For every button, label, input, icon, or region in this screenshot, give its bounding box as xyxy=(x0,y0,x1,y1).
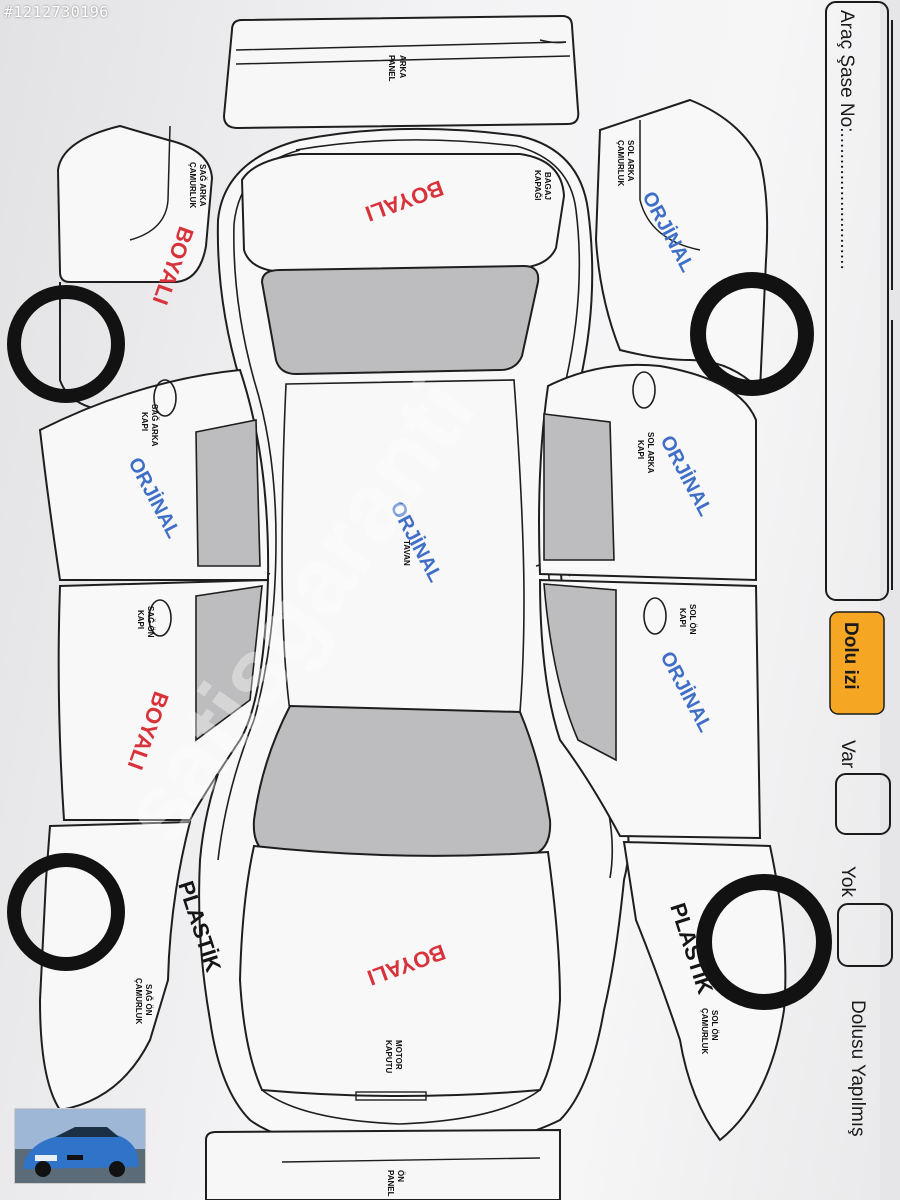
no-checkbox[interactable] xyxy=(837,903,893,967)
chassis-box xyxy=(825,1,889,601)
yes-label: Var xyxy=(837,740,858,769)
right-rear-tire xyxy=(7,285,125,403)
right-front-fender-label-1: SAĞ ÖN xyxy=(144,984,153,1016)
chassis-label: Araç Şase No:.......................... xyxy=(836,10,857,270)
car-top-view: BAGAJ KAPAĞI TAVAN MOTOR KAPUTU xyxy=(198,127,630,1152)
right-rear-door-label-1: SAĞ ARKA xyxy=(150,404,159,447)
rear-window xyxy=(260,264,540,376)
left-side-profile: SOL ARKA ÇAMURLUK SOL ARKA KAPI SOL ÖN K… xyxy=(538,98,832,1142)
roof-label: TAVAN xyxy=(402,540,411,566)
left-rear-fender-label-1: SOL ARKA xyxy=(626,140,635,182)
no-label: Yok xyxy=(837,866,858,897)
left-front-door-label-2: KAPI xyxy=(678,608,687,627)
left-front-fender xyxy=(622,840,787,1142)
rear-panel: ARKA PANEL xyxy=(222,14,580,130)
right-side-profile: SAĞ ARKA ÇAMURLUK SAĞ ARKA KAPI SAĞ ÖN K… xyxy=(7,124,270,1112)
trunk-label-1: BAGAJ xyxy=(543,172,552,200)
done-label: Dolusu Yapılmış xyxy=(847,1000,868,1137)
left-rear-door-label-2: KAPI xyxy=(636,440,645,459)
trunk-label-2: KAPAĞI xyxy=(533,170,542,201)
windshield xyxy=(252,704,552,864)
right-rear-door-label-2: KAPI xyxy=(140,412,149,431)
front-panel-label-1: ÖN xyxy=(396,1170,405,1182)
hood-label-2: KAPUTU xyxy=(384,1040,393,1074)
right-front-tire xyxy=(7,853,125,971)
right-front-door-label-1: SAĞ ÖN xyxy=(146,606,155,638)
right-rear-fender-label-2: ÇAMURLUK xyxy=(188,162,197,208)
left-front-door-label-1: SOL ÖN xyxy=(688,604,697,635)
front-panel-label-2: PANEL xyxy=(386,1170,395,1197)
left-front-fender-label-2: ÇAMURLUK xyxy=(700,1008,709,1054)
right-front-fender xyxy=(38,820,192,1112)
left-rear-fender-label-2: ÇAMURLUK xyxy=(616,140,625,186)
right-front-fender-label-2: ÇAMURLUK xyxy=(134,978,143,1024)
right-rear-fender-label-1: SAĞ ARKA xyxy=(198,164,207,207)
dent-badge xyxy=(829,611,885,715)
left-front-fender-label-1: SOL ÖN xyxy=(710,1010,719,1041)
right-rear-fender xyxy=(56,124,214,283)
rear-panel-label-2: PANEL xyxy=(387,55,396,82)
dent-label: Dolu izi xyxy=(840,622,861,690)
hood-label-1: MOTOR xyxy=(394,1040,403,1070)
left-rear-door-label-1: SOL ARKA xyxy=(646,432,655,474)
car-thumbnail[interactable] xyxy=(14,1108,146,1184)
left-rear-tire xyxy=(690,272,814,396)
listing-id: #1212730196 xyxy=(4,3,109,21)
front-panel: ÖN PANEL xyxy=(205,1128,561,1200)
form-header: Araç Şase No:.......................... … xyxy=(825,0,900,1200)
left-front-tire xyxy=(696,874,832,1010)
hood xyxy=(238,844,562,1097)
right-front-door-label-2: KAPI xyxy=(136,610,145,629)
car-photo-icon xyxy=(15,1109,145,1183)
rear-panel-label-1: ARKA xyxy=(398,55,407,78)
yes-checkbox[interactable] xyxy=(835,773,891,835)
